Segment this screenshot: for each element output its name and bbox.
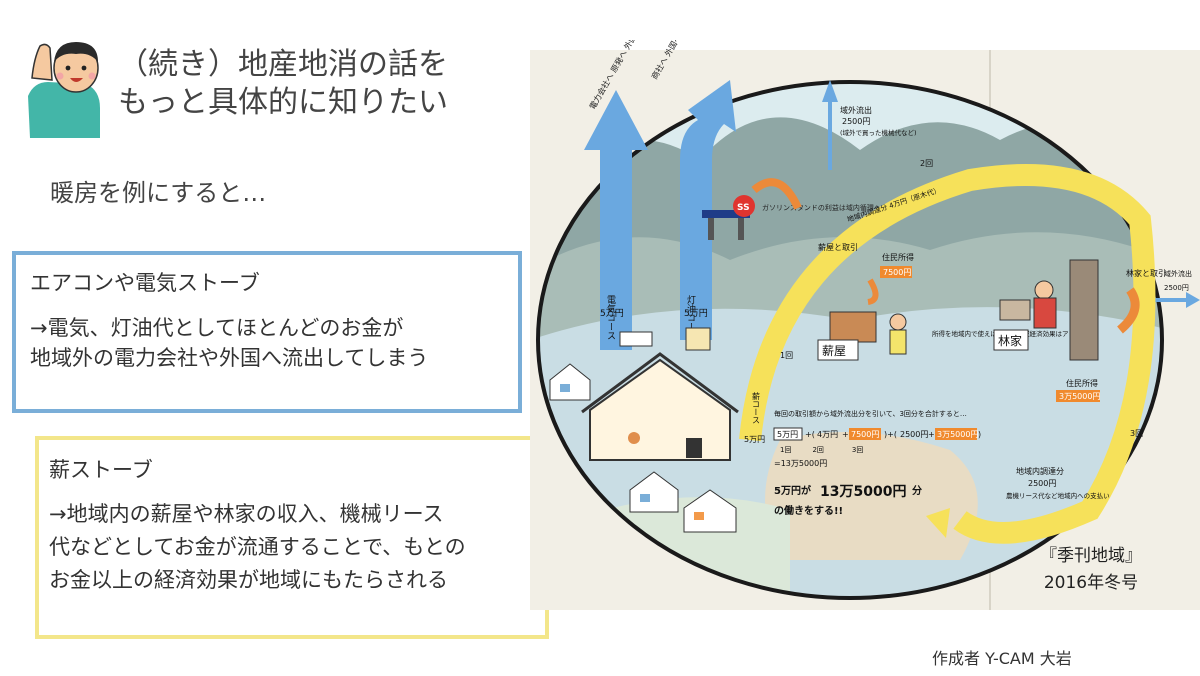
citation: 『季刊地域』 2016年冬号 bbox=[1040, 543, 1142, 597]
first-round-label: 1回 bbox=[780, 351, 793, 360]
calc-round-1: 5万円 bbox=[777, 430, 798, 439]
wood-stove-body-line-3: お金以上の経済効果が地域にもたらされる bbox=[49, 568, 448, 592]
kerosene-heater-icon bbox=[685, 327, 711, 351]
effect-line-1b: 13万5000円 bbox=[820, 484, 906, 500]
effect-line-1a: 5万円が bbox=[774, 484, 812, 497]
calc-round-3a: 2500円 bbox=[900, 430, 928, 439]
calc-round-2a: 4万円 bbox=[817, 430, 838, 439]
outflow-top-amount: 2500円 bbox=[842, 117, 870, 126]
forestry-scene bbox=[999, 259, 1099, 361]
procurement-2-label: 地域内調達分 bbox=[1016, 466, 1064, 476]
field bbox=[765, 432, 978, 560]
outflow-right-label: 域外流出 bbox=[1164, 269, 1192, 278]
calc-round-labels: 1回 2回 3回 bbox=[780, 446, 863, 454]
slide-title: （続き）地産地消の話を もっと具体的に知りたい bbox=[118, 46, 448, 122]
heating-example-text: 暖房を例にすると… bbox=[50, 179, 267, 207]
resident-income-amount-2: 3万5000円 bbox=[1059, 392, 1100, 401]
wood-dealer-trade-label: 薪屋と取引 bbox=[818, 242, 858, 252]
calc-round-2b: 7500円 bbox=[851, 430, 879, 439]
firewood-course-label: 薪コース bbox=[752, 391, 761, 424]
wood-shop-scene bbox=[829, 311, 907, 355]
second-round-label: 2回 bbox=[920, 159, 933, 168]
third-round-label: 3回 bbox=[1130, 429, 1143, 438]
aircon-body-line-1: →電気、灯油代としてほとんどのお金が bbox=[30, 316, 404, 340]
outflow-right-amount: 2500円 bbox=[1164, 284, 1189, 292]
forestry-orange-arrow bbox=[1116, 287, 1140, 334]
title-line-1: （続き）地産地消の話を bbox=[118, 47, 448, 82]
outflow-top-note: (域外で買った機械代など) bbox=[840, 128, 917, 137]
svg-text:+: + bbox=[928, 430, 935, 439]
gas-station-orange-arrow bbox=[751, 178, 802, 210]
kerosene-course-label: 灯油コース bbox=[685, 295, 696, 340]
circulation-arrow bbox=[739, 164, 1156, 544]
resident-income-amount-1: 7500円 bbox=[883, 268, 911, 277]
wood-stove-body-line-2: 代などとしてお金が流通することで、もとの bbox=[49, 535, 466, 559]
right-outflow-arrow bbox=[1186, 292, 1200, 308]
gas-station-icon bbox=[702, 195, 755, 240]
calc-round-3b: 3万5000円 bbox=[937, 430, 978, 439]
region-boundary bbox=[536, 80, 1164, 600]
wood-shop-sign: 薪屋 bbox=[822, 344, 846, 358]
air-conditioner-icon bbox=[619, 331, 653, 347]
small-house-2-icon bbox=[629, 471, 679, 513]
citation-line-1: 『季刊地域』 bbox=[1040, 546, 1142, 566]
wood-stove-box: 薪ストーブ →地域内の薪屋や林家の収入、機械リース 代などとしてお金が流通するこ… bbox=[35, 436, 549, 639]
electricity-course-amount: 5万円 bbox=[600, 308, 624, 319]
procurement-2-amount: 2500円 bbox=[1028, 479, 1056, 488]
resident-income-label-2: 住民所得 bbox=[1066, 378, 1098, 388]
kerosene-course-amount: 5万円 bbox=[684, 308, 708, 319]
electricity-outflow-arrow bbox=[584, 90, 648, 350]
svg-text:)+(: )+( bbox=[884, 430, 897, 439]
firewood-course-amount: 5万円 bbox=[744, 435, 765, 444]
small-house-1-icon bbox=[549, 363, 591, 401]
aircon-body: →電気、灯油代としてほとんどのお金が 地域外の電力会社や外国へ流出してしまう bbox=[30, 313, 428, 373]
aircon-body-line-2: 地域外の電力会社や外国へ流出してしまう bbox=[30, 346, 429, 370]
regional-economy-illustration: 電力会社へ 原発へ 外国へ 商社へ 外国へ 電気コース 5万円 灯油コース 5万… bbox=[530, 40, 1200, 610]
title-line-2: もっと具体的に知りたい bbox=[118, 85, 448, 120]
small-house-3-icon bbox=[683, 489, 737, 533]
small-outflow-arrow bbox=[822, 80, 838, 102]
electricity-course-label: 電気コース bbox=[605, 295, 616, 340]
effect-line-1c: 分 bbox=[912, 484, 922, 497]
wood-stove-body: →地域内の薪屋や林家の収入、機械リース 代などとしてお金が流通することで、もとの… bbox=[49, 498, 466, 597]
procurement-2-note: 農機リース代など地域内への支払い bbox=[1006, 491, 1110, 500]
aircon-heading: エアコンや電気ストーブ bbox=[30, 271, 260, 295]
wood-stove-body-line-1: →地域内の薪屋や林家の収入、機械リース bbox=[49, 502, 444, 526]
wood-dealer-orange-arrow bbox=[867, 278, 879, 305]
gas-station-sign: SS bbox=[737, 203, 750, 213]
svg-text:): ) bbox=[978, 430, 981, 439]
citation-line-2: 2016年冬号 bbox=[1043, 573, 1139, 593]
effect-line-2: の働きをする!! bbox=[774, 504, 843, 517]
calculation-intro: 毎回の取引額から域外流出分を引いて、3回分を合計すると… bbox=[774, 409, 967, 418]
forestry-trade-label: 林家と取引 bbox=[1126, 268, 1166, 278]
svg-text:+(: +( bbox=[805, 430, 815, 439]
waving-person-icon bbox=[28, 42, 100, 138]
forestry-sign: 林家 bbox=[998, 333, 1022, 348]
author-credit: 作成者 Y-CAM 大岩 bbox=[932, 649, 1072, 668]
aircon-box: エアコンや電気ストーブ →電気、灯油代としてほとんどのお金が 地域外の電力会社や… bbox=[12, 251, 522, 413]
calc-total: =13万5000円 bbox=[774, 459, 827, 468]
gas-station-note: ガソリンスタンドの利益は域内循環へ bbox=[762, 203, 881, 212]
main-house-icon bbox=[581, 352, 739, 461]
resident-income-label-1: 住民所得 bbox=[882, 252, 914, 262]
wood-stove-heading: 薪ストーブ bbox=[49, 458, 153, 482]
outflow-top-label: 域外流出 bbox=[840, 105, 872, 115]
svg-text:+: + bbox=[842, 430, 849, 439]
